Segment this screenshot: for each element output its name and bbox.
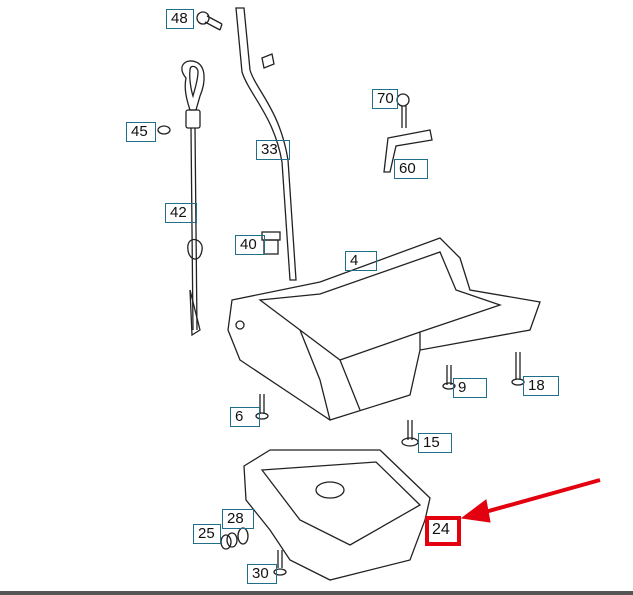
upper-oil-pan-drawing xyxy=(227,237,541,421)
part-label-9[interactable]: 9 xyxy=(453,378,487,398)
lower-oil-pan-drawing xyxy=(243,449,431,581)
guide-tube-drawing xyxy=(235,7,297,281)
part-label-70[interactable]: 70 xyxy=(372,89,398,109)
part-label-15[interactable]: 15 xyxy=(418,433,452,453)
bracket-60-drawing xyxy=(383,129,433,173)
part-label-60[interactable]: 60 xyxy=(394,159,428,179)
bolt-30-drawing xyxy=(273,550,287,576)
part-label-48[interactable]: 48 xyxy=(166,9,194,29)
bolt-15-drawing xyxy=(401,420,419,447)
part-label-42[interactable]: 42 xyxy=(165,203,197,223)
bottom-border xyxy=(0,591,633,595)
seal-28-drawing xyxy=(237,527,249,545)
part-label-28[interactable]: 28 xyxy=(222,509,254,529)
part-label-4[interactable]: 4 xyxy=(345,251,377,271)
part-label-45[interactable]: 45 xyxy=(126,122,156,142)
part-label-33[interactable]: 33 xyxy=(256,140,290,160)
bolt-9-drawing xyxy=(442,365,456,390)
dipstick-drawing xyxy=(181,60,205,337)
part-label-40[interactable]: 40 xyxy=(235,235,265,255)
part-label-24-highlighted[interactable]: 24 xyxy=(425,516,461,546)
part-label-18[interactable]: 18 xyxy=(523,376,559,396)
part-label-30[interactable]: 30 xyxy=(247,564,277,584)
bolt-18-drawing xyxy=(511,352,525,386)
washer-45-drawing xyxy=(157,125,171,135)
plug-25-drawing xyxy=(220,532,238,550)
part-label-6[interactable]: 6 xyxy=(230,407,260,427)
bolt-70-drawing xyxy=(396,93,410,128)
part-label-25[interactable]: 25 xyxy=(193,524,221,544)
bolt-6-drawing xyxy=(255,394,269,420)
highlight-arrow xyxy=(460,478,601,523)
bolt-48-drawing xyxy=(196,11,223,31)
